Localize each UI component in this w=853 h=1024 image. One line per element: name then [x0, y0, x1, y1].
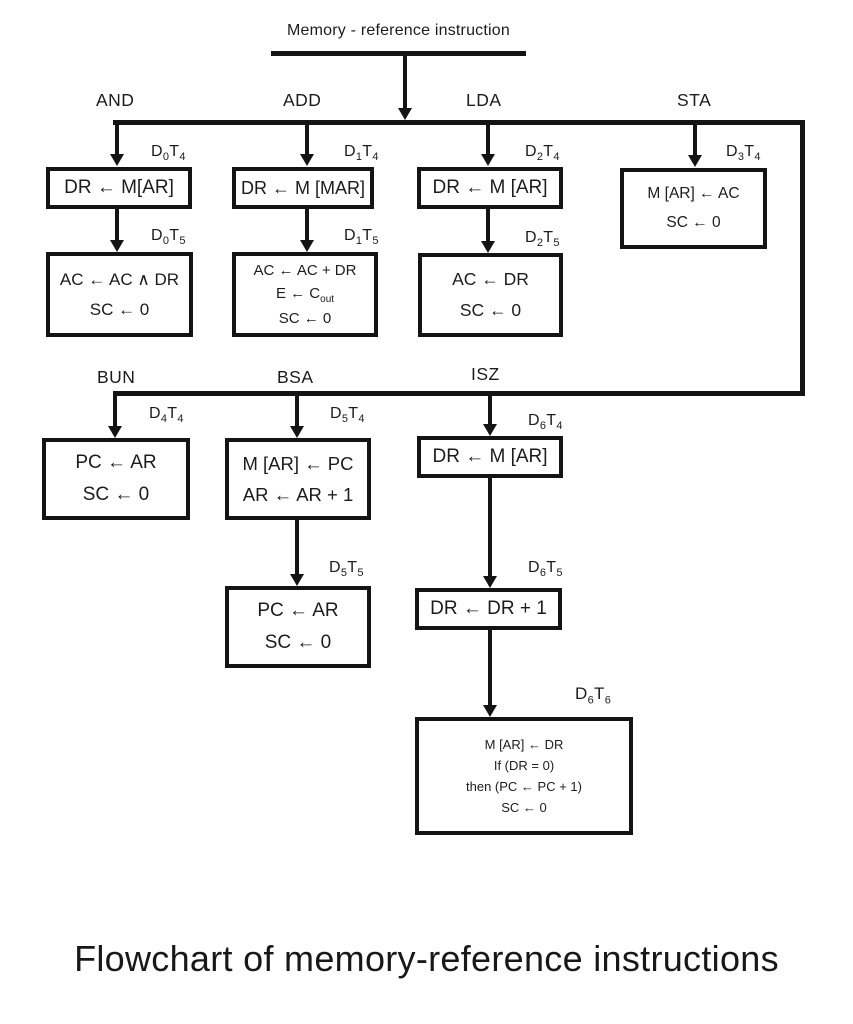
box-text-line: then (PC ← PC + 1) — [466, 779, 582, 794]
box-text-line: SC ← 0 — [501, 800, 547, 816]
connector-line-and — [115, 206, 119, 241]
box-text-line: If (DR = 0) — [493, 757, 555, 773]
box-text-line: SC ← 0 — [666, 213, 721, 231]
box-text-line: DR ← M [MAR] — [241, 177, 365, 198]
branch-label-bun: BUN — [97, 367, 136, 387]
box-isz-d6t4: DR ← M [AR] — [417, 436, 563, 478]
root-stem-arrowhead-icon — [398, 108, 412, 120]
branch-label-isz: ISZ — [471, 364, 500, 384]
box-lda-d2t4: DR ← M [AR] — [417, 167, 563, 209]
connector-line-isz1 — [488, 476, 492, 576]
branch-label-add: ADD — [283, 90, 322, 110]
drop-line-lda — [486, 125, 490, 155]
box-text-line: M [AR] ← PC — [242, 452, 354, 474]
connector-arrowhead-isz1-icon — [483, 576, 497, 588]
box-bsa-d5t5: PC ← AR SC ← 0 — [225, 586, 371, 668]
branch-label-and: AND — [96, 90, 135, 110]
drop-arrowhead-sta-icon — [688, 155, 702, 167]
drop-line-isz — [488, 396, 492, 424]
timing-tag-d2t5: D2T5 — [525, 229, 560, 250]
box-text-line: AC ← AC + DR — [253, 261, 357, 279]
row1-distribution-line — [113, 120, 805, 125]
connector-arrowhead-bsa-icon — [290, 574, 304, 586]
box-text-line: AC ← AC ∧ DR — [59, 269, 180, 289]
box-text-line: PC ← AR — [75, 451, 157, 473]
timing-tag-d6t5: D6T5 — [528, 559, 563, 580]
connector-arrowhead-lda-icon — [481, 241, 495, 253]
connector-line-isz2 — [488, 628, 492, 705]
timing-tag-d0t5: D0T5 — [151, 227, 186, 248]
drop-line-bun — [113, 396, 117, 426]
timing-tag-d0t4: D0T4 — [151, 143, 186, 164]
branch-label-sta: STA — [677, 90, 712, 110]
box-bun-d4t4: PC ← AR SC ← 0 — [42, 438, 190, 520]
timing-tag-d4t4: D4T4 — [149, 405, 184, 426]
root-stem-line — [403, 54, 407, 108]
branch-label-bsa: BSA — [277, 367, 314, 387]
timing-tag-d5t5: D5T5 — [329, 559, 364, 580]
box-text-line: SC ← 0 — [82, 484, 150, 505]
timing-tag-d6t6: D6T6 — [575, 684, 612, 707]
drop-arrowhead-isz-icon — [483, 424, 497, 436]
box-sta-d3t4: M [AR] ← AC SC ← 0 — [620, 168, 767, 249]
box-text-line: SC ← 0 — [459, 300, 522, 320]
branch-label-lda: LDA — [466, 90, 502, 110]
drop-arrowhead-bsa-icon — [290, 426, 304, 438]
drop-line-sta — [693, 125, 697, 156]
connector-arrowhead-and-icon — [110, 240, 124, 252]
box-text-line: E ← Cout — [275, 284, 335, 305]
box-text-line: DR ← M[AR] — [64, 177, 174, 198]
box-text-line: M [AR] ← DR — [484, 736, 564, 752]
box-text-line: AC ← DR — [452, 269, 529, 290]
timing-tag-d3t4: D3T4 — [726, 143, 761, 164]
drop-arrowhead-add-icon — [300, 154, 314, 166]
timing-tag-d6t4: D6T4 — [528, 412, 563, 433]
box-text-line: SC ← 0 — [264, 632, 332, 653]
drop-line-bsa — [295, 396, 299, 426]
box-isz-d6t5: DR ← DR + 1 — [415, 588, 562, 630]
box-text-line: M [AR] ← AC — [647, 184, 740, 202]
connector-line-add — [305, 206, 309, 241]
timing-tag-d5t4: D5T4 — [330, 405, 365, 426]
connector-line-lda — [486, 206, 490, 242]
connector-line-bsa — [295, 518, 299, 574]
connector-arrowhead-add-icon — [300, 240, 314, 252]
drop-line-add — [305, 125, 309, 155]
drop-arrowhead-and-icon — [110, 154, 124, 166]
box-text-line: DR ← M [AR] — [432, 446, 548, 467]
box-text-line: AR ← AR + 1 — [242, 484, 354, 505]
box-and-d0t5: AC ← AC ∧ DR SC ← 0 — [46, 252, 193, 337]
box-text-line: DR ← DR + 1 — [430, 598, 547, 619]
timing-tag-d1t4: D1T4 — [344, 143, 379, 164]
root-node-label: Memory - reference instruction — [287, 22, 510, 39]
box-text-line: PC ← AR — [257, 599, 339, 621]
box-add-d1t5: AC ← AC + DR E ← Cout SC ← 0 — [232, 252, 378, 337]
root-underline — [271, 51, 526, 56]
row2-distribution-line — [113, 391, 805, 396]
box-text-line: SC ← 0 — [278, 310, 332, 328]
drop-line-and — [115, 125, 119, 155]
connector-arrowhead-isz2-icon — [483, 705, 497, 717]
box-text-line: DR ← M [AR] — [432, 177, 548, 198]
box-add-d1t4: DR ← M [MAR] — [232, 167, 374, 209]
box-text-line: SC ← 0 — [89, 299, 150, 319]
box-and-d0t4: DR ← M[AR] — [46, 167, 192, 209]
box-isz-d6t6: M [AR] ← DR If (DR = 0) then (PC ← PC + … — [415, 717, 633, 835]
timing-tag-d1t5: D1T5 — [344, 227, 379, 248]
right-return-line — [800, 120, 805, 396]
drop-arrowhead-bun-icon — [108, 426, 122, 438]
box-bsa-d5t4: M [AR] ← PC AR ← AR + 1 — [225, 438, 371, 520]
timing-tag-d2t4: D2T4 — [525, 143, 560, 164]
box-lda-d2t5: AC ← DR SC ← 0 — [418, 253, 563, 337]
drop-arrowhead-lda-icon — [481, 154, 495, 166]
figure-caption: Flowchart of memory-reference instructio… — [74, 938, 779, 979]
